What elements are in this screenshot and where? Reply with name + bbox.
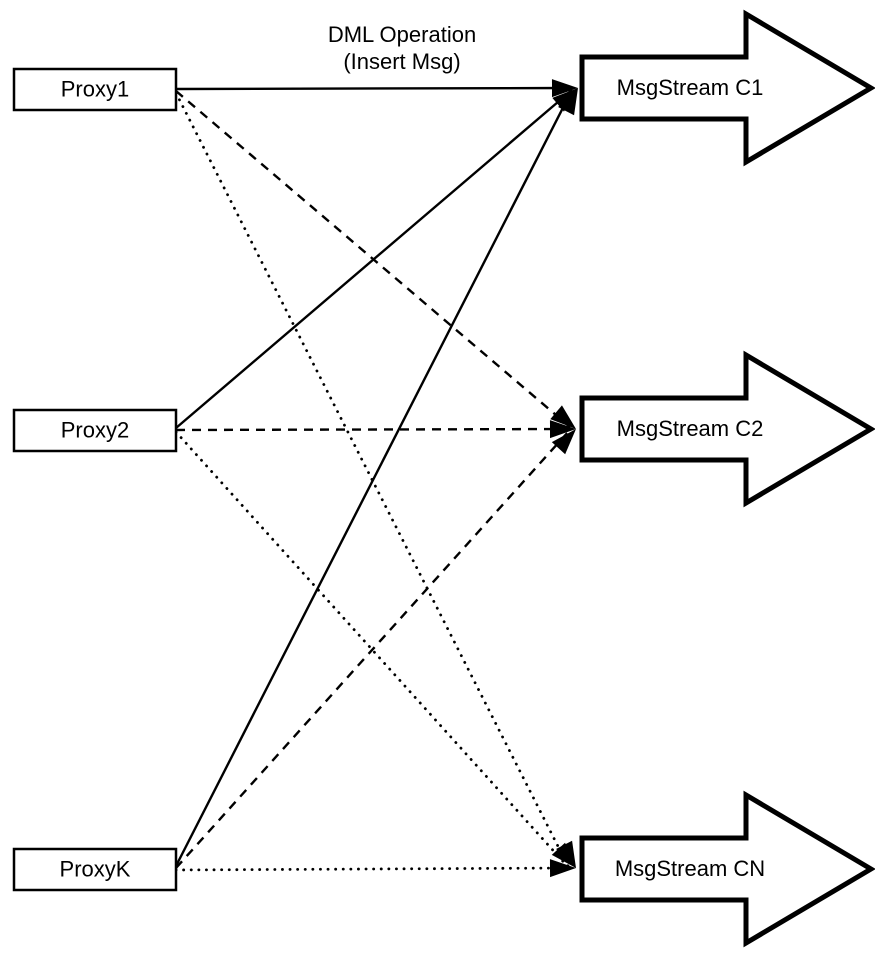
arrowhead-pk-c2 <box>551 429 576 455</box>
arrowheads-layer <box>549 79 578 878</box>
proxy-label-proxy1: Proxy1 <box>61 76 129 101</box>
proxy-node-proxyk[interactable]: ProxyK <box>12 847 178 892</box>
proxy-node-proxy1[interactable]: Proxy1 <box>12 67 178 112</box>
arrowhead-p1-c1 <box>551 79 578 98</box>
stream-arrow-shape-stream_c2 <box>579 350 875 508</box>
stream-arrow-shape-stream_cn <box>579 790 875 948</box>
proxy-label-proxyk: ProxyK <box>60 856 131 881</box>
arrowhead-p2-c2 <box>549 420 576 439</box>
proxy-box-proxy2 <box>12 408 178 453</box>
stream-arrow-shape-stream_c1 <box>579 9 875 167</box>
arrowhead-p2-cn <box>551 842 576 868</box>
stream-nodes-layer: MsgStream C1 MsgStream C2 MsgStream CN <box>579 9 875 948</box>
arrowhead-p1-c2 <box>550 405 576 429</box>
arrowhead-pk-c1 <box>558 88 578 116</box>
links-layer <box>174 86 574 872</box>
arrowhead-pk-cn <box>549 859 576 878</box>
proxy-label-proxy2: Proxy2 <box>61 417 129 442</box>
edge-label-line1: DML Operation <box>328 22 476 47</box>
stream-node-stream_cn[interactable]: MsgStream CN <box>579 790 875 948</box>
link-proxy1-to-stream_c1 <box>175 86 574 91</box>
edge-label-dml-operation: DML Operation (Insert Msg) <box>328 22 476 74</box>
link-proxy2-to-stream_c2 <box>175 427 571 432</box>
stream-label-stream_c1: MsgStream C1 <box>617 75 764 100</box>
stream-label-stream_cn: MsgStream CN <box>615 856 765 881</box>
link-proxyk-to-stream_cn <box>174 866 570 872</box>
stream-node-stream_c1[interactable]: MsgStream C1 <box>579 9 875 167</box>
proxy-node-proxy2[interactable]: Proxy2 <box>12 408 178 453</box>
proxy-box-proxyk <box>12 847 178 892</box>
link-proxy2-to-stream_cn <box>174 430 570 869</box>
proxy-box-proxy1 <box>12 67 178 112</box>
edge-label-line2: (Insert Msg) <box>343 49 460 74</box>
link-proxy2-to-stream_c1 <box>175 89 573 429</box>
stream-node-stream_c2[interactable]: MsgStream C2 <box>579 350 875 508</box>
link-proxyk-to-stream_c2 <box>175 430 570 869</box>
link-proxyk-to-stream_c1 <box>174 91 573 867</box>
stream-label-stream_c2: MsgStream C2 <box>617 416 764 441</box>
arrowhead-p2-c1 <box>552 88 578 112</box>
